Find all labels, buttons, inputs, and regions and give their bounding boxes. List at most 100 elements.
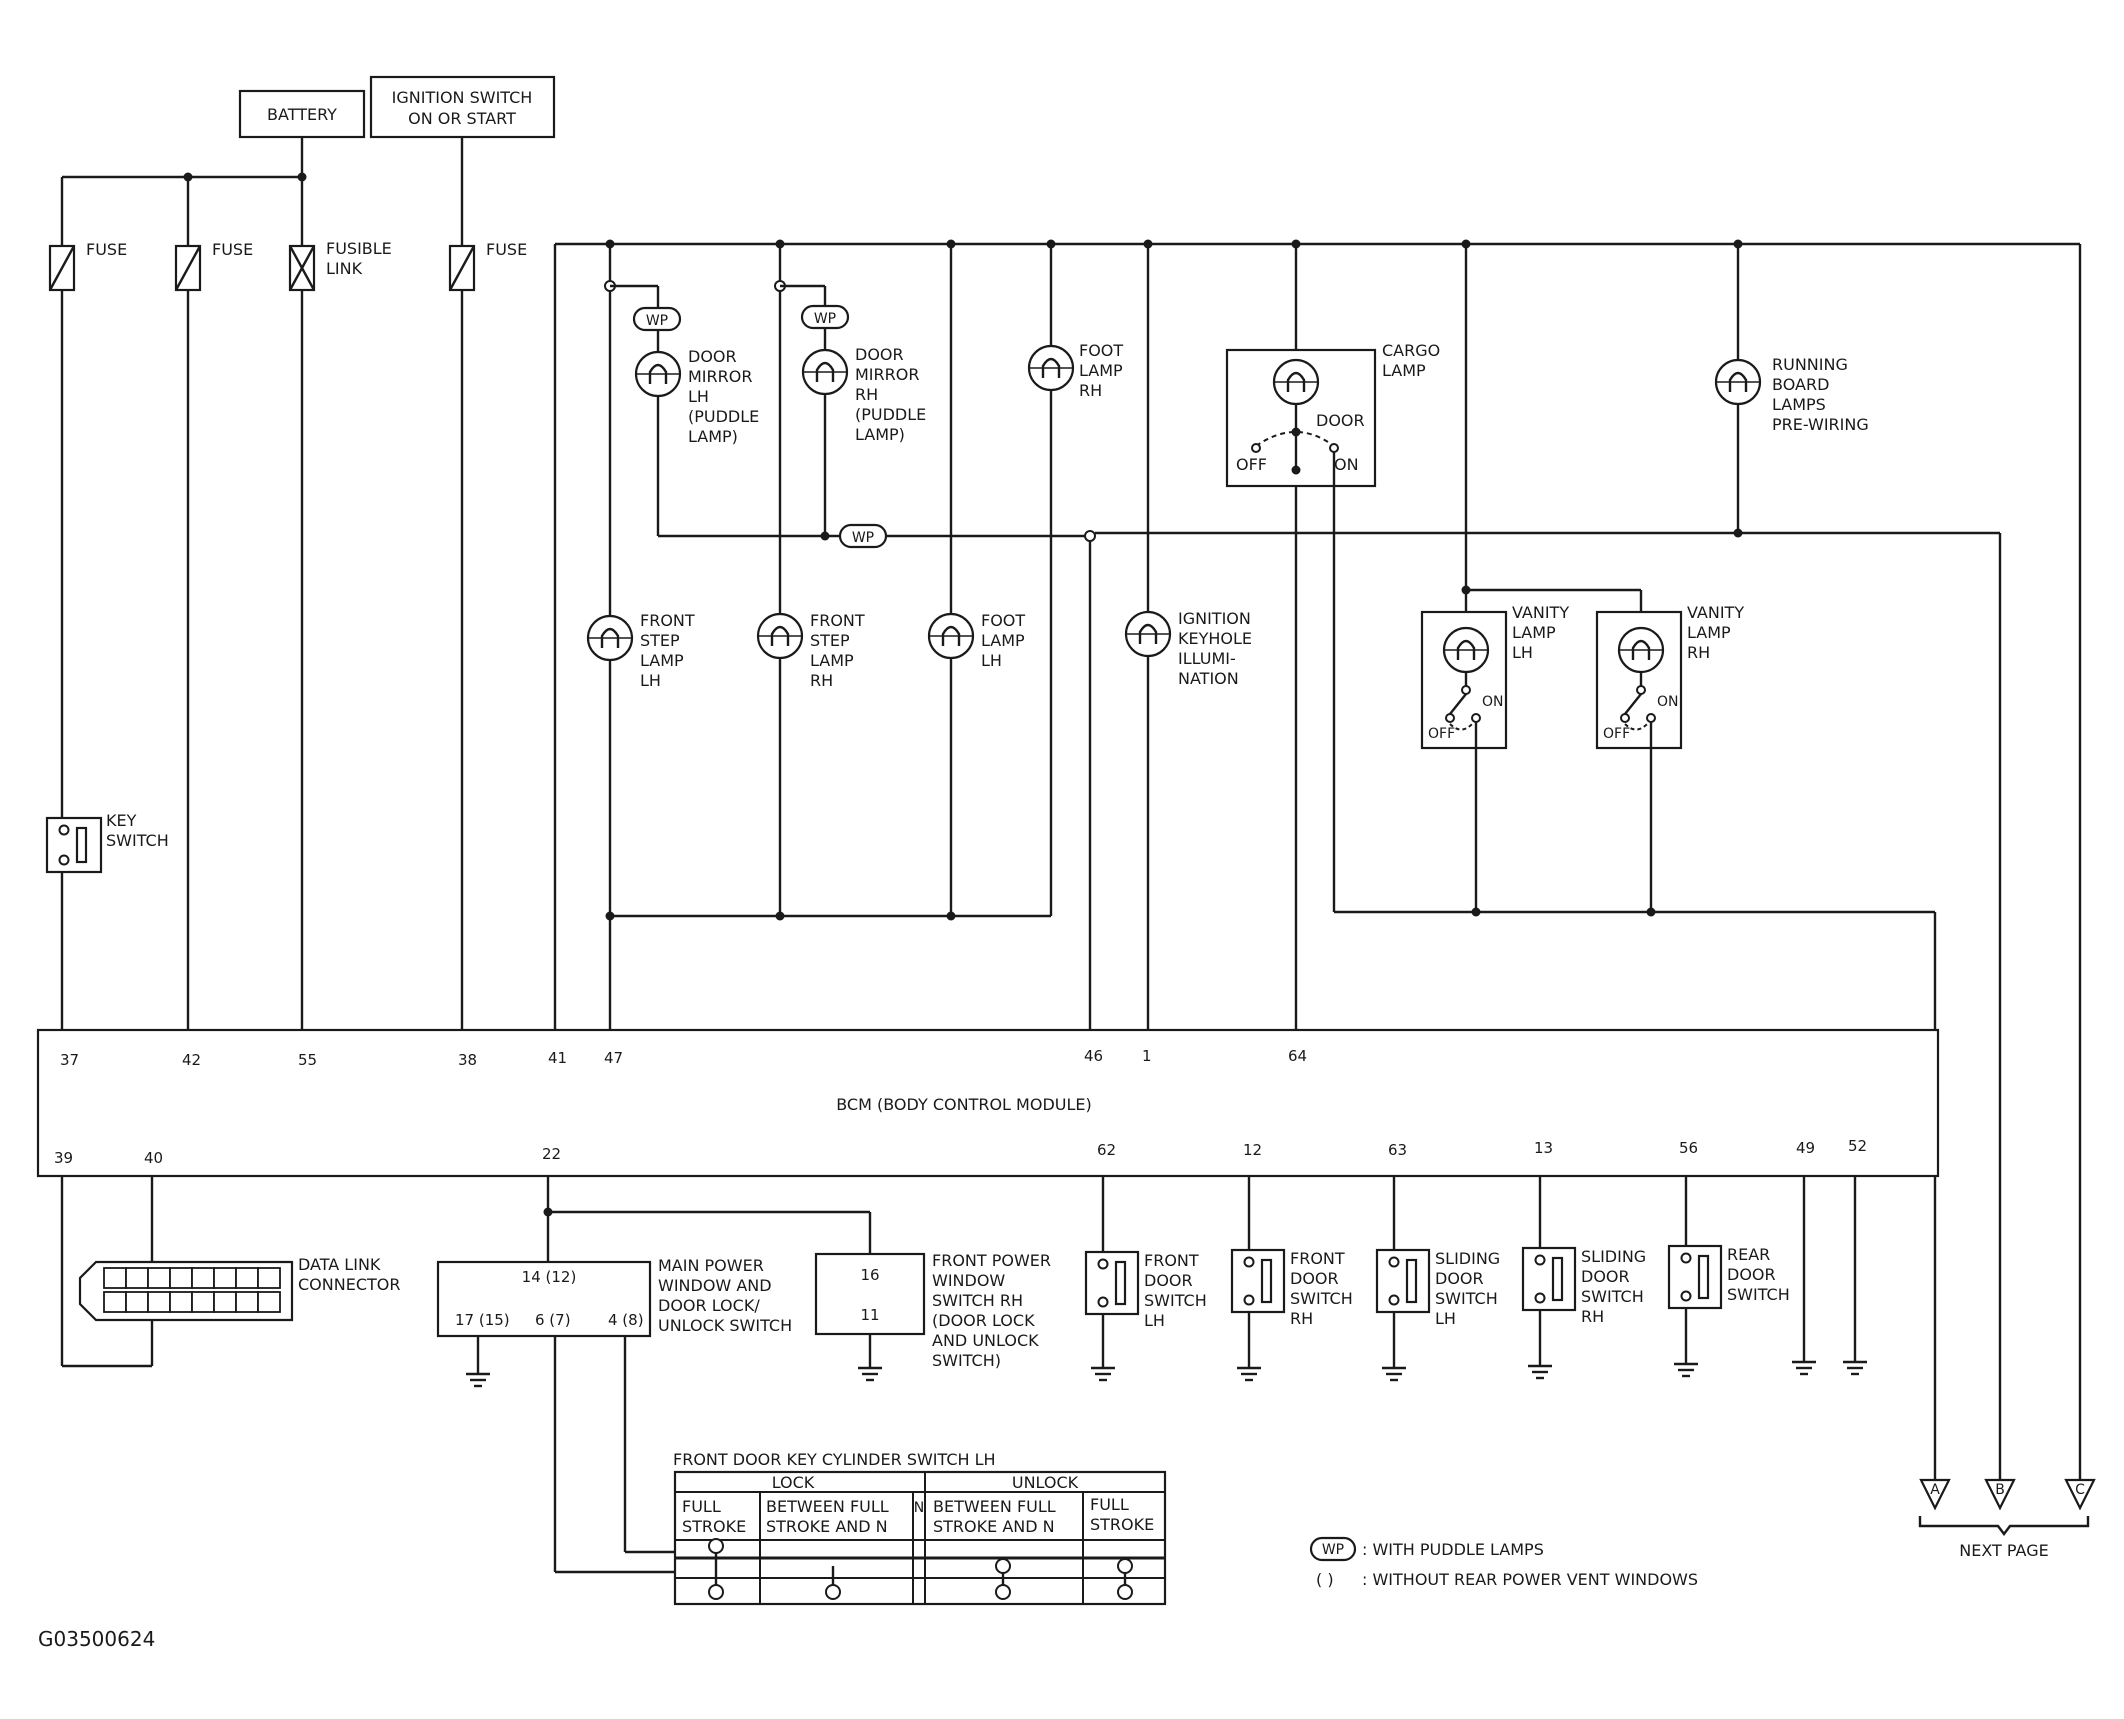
sliding-door-rh-label-1: SLIDING	[1581, 1247, 1646, 1266]
front-door-lh-label-1: FRONT	[1144, 1251, 1199, 1270]
lock-header: LOCK	[772, 1473, 815, 1492]
ground-icon	[1091, 1366, 1115, 1382]
bcm-pin-62: 62	[1097, 1141, 1116, 1159]
rh-switch-label-2: WINDOW	[932, 1271, 1005, 1290]
front-door-lh-label-2: DOOR	[1144, 1271, 1193, 1290]
rear-door-label-1: REAR	[1727, 1245, 1770, 1264]
data-link-connector: DATA LINK CONNECTOR	[60, 1176, 400, 1368]
running-board-label-3: LAMPS	[1772, 395, 1826, 414]
bcm-pin-37: 37	[60, 1051, 79, 1069]
legend-wp-symbol: WP	[1322, 1542, 1344, 1558]
front-door-switch-lh: FRONT DOOR SWITCH LH	[1084, 1176, 1207, 1382]
bcm-pin-49: 49	[1796, 1139, 1815, 1157]
lock-full-1: FULL	[682, 1497, 721, 1516]
front-door-rh-label-1: FRONT	[1290, 1249, 1345, 1268]
bulb-icon	[801, 348, 849, 396]
front-step-lh-label-2: STEP	[640, 631, 680, 650]
fuse-3-label: FUSE	[486, 240, 527, 259]
ground-icon	[858, 1366, 882, 1382]
legend-wp-text: : WITH PUDDLE LAMPS	[1362, 1540, 1544, 1559]
next-page-bracket: NEXT PAGE	[1918, 1516, 2090, 1560]
battery-label: BATTERY	[267, 105, 337, 124]
ignition-keyhole-label-2: KEYHOLE	[1178, 629, 1252, 648]
connector-a-label: A	[1930, 1482, 1940, 1498]
vanity-return-bus	[1334, 748, 1937, 1480]
ground-icon	[466, 1372, 490, 1388]
bcm-title: BCM (BODY CONTROL MODULE)	[836, 1095, 1092, 1114]
rh-switch-pin-top: 16	[860, 1266, 879, 1284]
vanity-rh-label-3: RH	[1687, 643, 1710, 662]
door-mirror-rh-label-2: MIRROR	[855, 365, 919, 384]
cargo-lamp-label-2: LAMP	[1382, 361, 1426, 380]
door-mirror-rh-branch: WP DOOR MIRROR RH (PUDDLE LAMP)	[774, 244, 926, 536]
vanity-lamp-rh: ON OFF VANITY LAMP RH	[1595, 603, 1744, 750]
door-mirror-rh-label-3: RH	[855, 385, 878, 404]
fuse-2: FUSE	[174, 240, 253, 292]
foot-lamp-rh-branch: FOOT LAMP RH	[1027, 244, 1123, 916]
figure-id: G03500624	[38, 1627, 155, 1651]
door-mirror-lh-label-3: LH	[688, 387, 709, 406]
main-switch-pin-b: 6 (7)	[535, 1311, 571, 1329]
front-step-rh-label-2: STEP	[810, 631, 850, 650]
bcm-pin-52: 52	[1848, 1137, 1867, 1155]
ground-icon	[1382, 1366, 1406, 1382]
connector-b-label: B	[1995, 1482, 2005, 1498]
cargo-off-label: OFF	[1236, 455, 1267, 474]
bcm-pin-38: 38	[458, 1051, 477, 1069]
main-switch-label-3: DOOR LOCK/	[658, 1296, 760, 1315]
front-step-lamp-lh-branch: FRONT STEP LAMP LH	[586, 290, 695, 1030]
cargo-lamp-branch: DOOR OFF ON CARGO LAMP	[1225, 244, 1440, 1030]
rear-door-label-2: DOOR	[1727, 1265, 1776, 1284]
lock-between-2: STROKE AND N	[766, 1517, 888, 1536]
key-switch-label-2: SWITCH	[106, 831, 169, 850]
rh-switch-pin-bottom: 11	[860, 1306, 879, 1324]
front-step-lamp-rh-branch: FRONT STEP LAMP RH	[756, 290, 865, 916]
vanity-lh-off: OFF	[1428, 726, 1455, 742]
front-step-rh-label-1: FRONT	[810, 611, 865, 630]
front-step-lh-label-1: FRONT	[640, 611, 695, 630]
wp-tag-return: WP	[838, 523, 888, 549]
legend: WP : WITH PUDDLE LAMPS ( ) : WITHOUT REA…	[1309, 1536, 1698, 1589]
main-switch-label-4: UNLOCK SWITCH	[658, 1316, 792, 1335]
running-board-label-1: RUNNING	[1772, 355, 1848, 374]
sliding-door-rh-label-2: DOOR	[1581, 1267, 1630, 1286]
data-link-label-1: DATA LINK	[298, 1255, 381, 1274]
sliding-door-switch-lh: SLIDING DOOR SWITCH LH	[1375, 1176, 1500, 1382]
front-door-lh-label-4: LH	[1144, 1311, 1165, 1330]
vanity-lh-label-3: LH	[1512, 643, 1533, 662]
front-door-rh-label-2: DOOR	[1290, 1269, 1339, 1288]
unlock-header: UNLOCK	[1012, 1473, 1079, 1492]
front-step-lh-label-4: LH	[640, 671, 661, 690]
vanity-lamp-lh: ON OFF VANITY LAMP LH	[1420, 603, 1569, 750]
unlock-between-2: STROKE AND N	[933, 1517, 1055, 1536]
bcm-pin-42: 42	[182, 1051, 201, 1069]
front-door-switch-rh: FRONT DOOR SWITCH RH	[1230, 1176, 1353, 1382]
bcm-pin-47: 47	[604, 1049, 623, 1067]
unlock-full-2: STROKE	[1090, 1515, 1154, 1534]
neutral-header: N	[914, 1500, 924, 1516]
ground-icon	[1674, 1362, 1698, 1378]
key-switch: KEY SWITCH	[45, 811, 169, 874]
front-door-rh-label-4: RH	[1290, 1309, 1313, 1328]
front-step-rh-label-3: LAMP	[810, 651, 854, 670]
ground-icon	[1792, 1360, 1816, 1376]
bcm-pin-12: 12	[1243, 1141, 1262, 1159]
bulb-icon	[1617, 626, 1665, 674]
sliding-door-lh-label-3: SWITCH	[1435, 1289, 1498, 1308]
foot-lamp-lh-label-1: FOOT	[981, 611, 1025, 630]
fusible-link-label-2: LINK	[326, 259, 363, 278]
key-cylinder-title: FRONT DOOR KEY CYLINDER SWITCH LH	[673, 1450, 996, 1469]
step-lamp-return-bus	[605, 911, 1051, 921]
bcm-ground-pins	[1792, 1176, 1867, 1376]
bulb-icon	[1442, 626, 1490, 674]
ground-icon	[1843, 1360, 1867, 1376]
main-switch-pin-c: 4 (8)	[608, 1311, 644, 1329]
vanity-lh-label-1: VANITY	[1512, 603, 1569, 622]
vanity-rh-off: OFF	[1603, 726, 1630, 742]
main-switch-label-2: WINDOW AND	[658, 1276, 772, 1295]
lamp-feed-bus	[553, 239, 2082, 1480]
door-mirror-rh-label-1: DOOR	[855, 345, 904, 364]
fuse-3: FUSE	[448, 240, 527, 292]
front-step-lh-label-3: LAMP	[640, 651, 684, 670]
